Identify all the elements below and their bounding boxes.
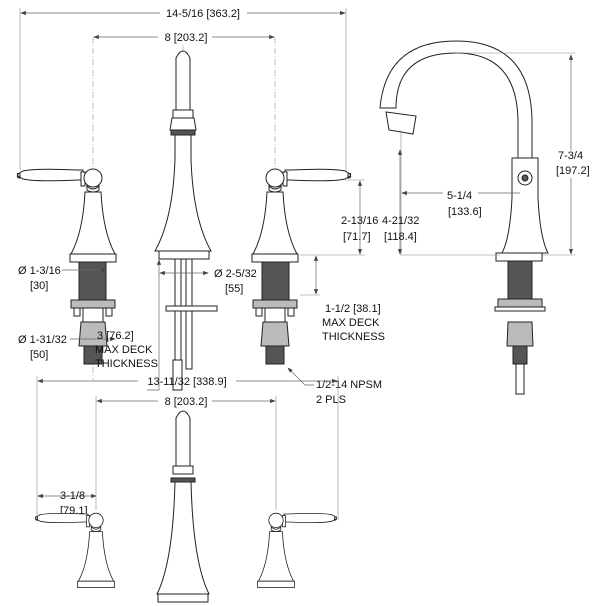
aerator-height-label: 4-21/32	[382, 215, 419, 227]
aerator-height-mm: [118.4]	[384, 231, 417, 243]
nut-dia-mm: [50]	[30, 349, 48, 361]
bottom-center-spacing-label: 8 [203.2]	[165, 396, 208, 408]
bottom-left-handle	[35, 512, 115, 588]
spout-height-mm: [197.2]	[556, 165, 590, 177]
spout-deck-2: MAX DECK	[95, 344, 153, 356]
shank-dia-mm: [30]	[30, 280, 48, 292]
spout-reach-mm: [133.6]	[448, 206, 482, 218]
handle-offset-label: 3-1/8	[60, 490, 85, 502]
spout-reach-label: 5-1/4	[447, 190, 472, 202]
bottom-overall-width-label: 13-11/32 [338.9]	[147, 376, 226, 388]
spout-deck-3: THICKNESS	[95, 358, 158, 370]
spout-side-view	[379, 40, 549, 395]
spout-base-dia-label: Ø 2-5/32	[214, 268, 257, 280]
overall-width-label: 14-5/16 [363.2]	[166, 8, 240, 20]
spout-deck-1: 3 [76.2]	[97, 330, 134, 342]
spout-front	[154, 45, 218, 391]
overall-width-dimension: 14-5/16 [363.2]	[19, 8, 347, 172]
handle-height-mm: [71.7]	[343, 231, 371, 243]
handle-deck-1: 1-1/2 [38.1]	[325, 303, 381, 315]
left-handle-valve	[16, 37, 117, 380]
nut-dia-label: Ø 1-31/32	[18, 334, 67, 346]
center-spacing-dimension: 8 [203.2]	[93, 32, 275, 44]
center-spacing-label: 8 [203.2]	[165, 32, 208, 44]
connection-label-2: 2 PLS	[316, 394, 346, 406]
right-handle-valve	[251, 37, 352, 365]
spout-base-dia-mm: [55]	[225, 283, 243, 295]
handle-height-label: 2-13/16	[341, 215, 378, 227]
handle-deck-2: MAX DECK	[322, 317, 380, 329]
bottom-right-handle	[257, 512, 337, 588]
bottom-spout	[156, 410, 210, 603]
handle-deck-3: THICKNESS	[322, 331, 385, 343]
spout-height-label: 7-3/4	[558, 150, 583, 162]
shank-dia-label: Ø 1-3/16	[18, 265, 61, 277]
